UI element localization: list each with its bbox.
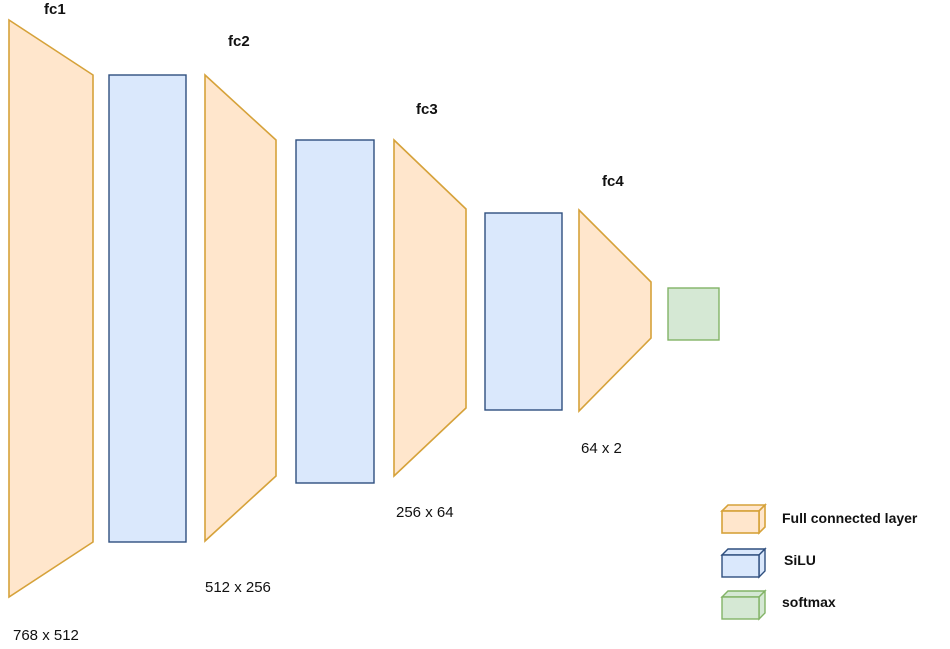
legend-silu-cube-icon xyxy=(720,547,767,579)
silu-block-2 xyxy=(295,139,375,484)
fc1-trapezoid xyxy=(8,18,94,599)
fc1-dims: 768 x 512 xyxy=(13,627,79,644)
fc3-dims: 256 x 64 xyxy=(396,504,454,521)
legend-silu-label: SiLU xyxy=(784,552,816,568)
legend-fc-label: Full connected layer xyxy=(782,510,918,526)
fc1-title: fc1 xyxy=(44,1,66,18)
fc4-title: fc4 xyxy=(602,173,624,190)
fc2-trapezoid xyxy=(204,73,277,543)
fc2-dims: 512 x 256 xyxy=(205,579,271,596)
softmax-block xyxy=(667,287,720,341)
fc4-dims: 64 x 2 xyxy=(581,440,622,457)
fc3-trapezoid xyxy=(393,138,467,478)
silu-block-3 xyxy=(484,212,563,411)
legend-fc-cube-icon xyxy=(720,503,767,535)
legend-softmax-cube-icon xyxy=(720,589,767,621)
fc2-title: fc2 xyxy=(228,33,250,50)
fc4-trapezoid xyxy=(578,208,652,413)
legend-softmax-label: softmax xyxy=(782,594,836,610)
silu-block-1 xyxy=(108,74,187,543)
legend: Full connected layer SiLU softmax xyxy=(720,503,918,621)
fc3-title: fc3 xyxy=(416,101,438,118)
